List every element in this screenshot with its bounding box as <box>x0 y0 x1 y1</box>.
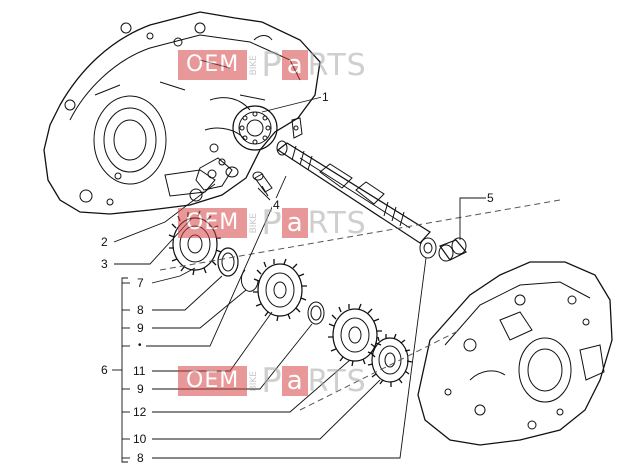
ball-bearing-part-1 <box>232 105 278 151</box>
callout-8-lower: 8 <box>136 451 145 465</box>
gearbox-main-shaft <box>276 140 431 244</box>
callout-6: 6 <box>100 363 109 377</box>
callout-bullet: • <box>137 339 143 353</box>
callout-9: 9 <box>136 321 145 335</box>
circlip-part-9-lower <box>307 301 325 325</box>
callout-4: 4 <box>272 198 281 212</box>
crankcase-right-half <box>417 261 613 446</box>
callout-11: 11 <box>132 364 147 378</box>
circlip-part-9 <box>240 269 259 292</box>
assembly-axis <box>159 199 561 411</box>
callout-5: 5 <box>486 191 495 205</box>
retaining-plate-part-2 <box>195 157 239 191</box>
needle-bearing-part-5 <box>438 237 467 262</box>
thrust-washer-part-8 <box>217 247 239 277</box>
gear-part-7 <box>168 210 222 276</box>
gear-part-11 <box>253 258 307 322</box>
crankcase-left-half <box>43 11 321 215</box>
callout-9-lower: 9 <box>136 382 145 396</box>
callout-12: 12 <box>132 405 148 419</box>
screw-part-4 <box>252 171 273 197</box>
washer-part-8-lower <box>419 237 437 259</box>
gear-part-10 <box>367 333 413 387</box>
callout-3: 3 <box>100 257 109 271</box>
gear-part-12 <box>328 303 382 367</box>
callout-2: 2 <box>100 235 109 249</box>
callout-8: 8 <box>136 303 145 317</box>
callout-1: 1 <box>321 90 330 104</box>
callout-7: 7 <box>136 276 145 290</box>
callout-10: 10 <box>132 432 148 446</box>
